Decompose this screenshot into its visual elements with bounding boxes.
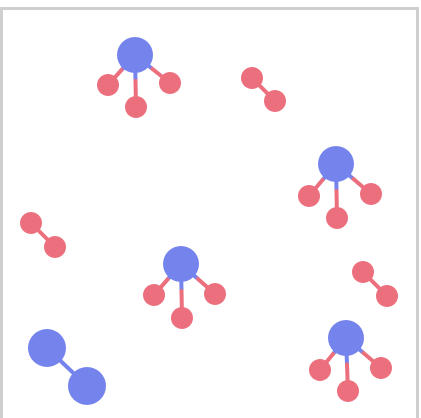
blue-atom (28, 329, 66, 367)
molecule-xy3 (298, 146, 382, 229)
red-atom (309, 359, 331, 381)
blue-atom (163, 246, 199, 282)
red-atom (97, 74, 119, 96)
red-atom (337, 380, 359, 402)
red-atom (44, 236, 66, 258)
blue-atom (318, 146, 354, 182)
blue-atom (117, 37, 153, 73)
red-atom (264, 90, 286, 112)
red-atom (204, 283, 226, 305)
blue-atom (68, 367, 106, 405)
molecule-xy3 (143, 246, 226, 329)
red-atom (20, 212, 42, 234)
red-atom (352, 261, 374, 283)
molecule-y2 (241, 67, 286, 112)
molecule-y2 (352, 261, 398, 307)
red-atom (370, 357, 392, 379)
red-atom (326, 207, 348, 229)
red-atom (376, 285, 398, 307)
molecules-layer (20, 37, 398, 405)
red-atom (143, 284, 165, 306)
molecule-xy3 (97, 37, 181, 118)
molecule-xy3 (309, 320, 392, 402)
molecule-y2 (20, 212, 66, 258)
red-atom (298, 185, 320, 207)
red-atom (360, 183, 382, 205)
red-atom (171, 307, 193, 329)
blue-atom (328, 320, 364, 356)
red-atom (159, 72, 181, 94)
red-atom (125, 96, 147, 118)
molecule-x2 (28, 329, 106, 405)
red-atom (241, 67, 263, 89)
